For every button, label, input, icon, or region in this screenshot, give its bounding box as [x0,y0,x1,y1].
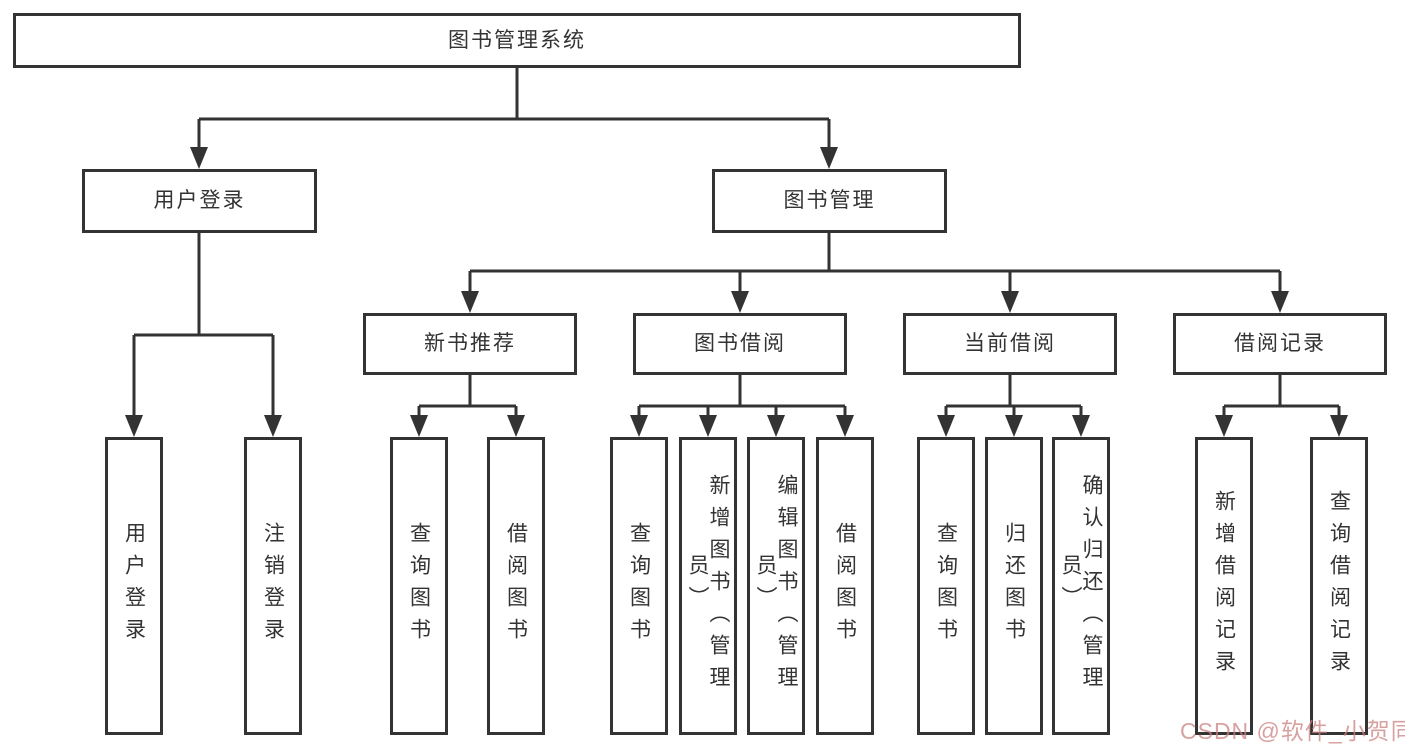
leaf-query-books-recommend: 查询图书 [390,437,448,735]
leaf-add-borrow-record: 新增借阅记录 [1195,437,1253,735]
arrowhead [1001,291,1019,313]
node-current-borrowing: 当前借阅 [903,313,1117,375]
leaf-borrow-books: 借阅图书 [816,437,874,735]
leaf-query-books-current: 查询图书 [917,437,975,735]
arrowhead [1271,291,1289,313]
node-new-book-recommend: 新书推荐 [363,313,577,375]
node-library-system: 图书管理系统 [13,13,1021,68]
leaf-add-books-admin: 新增图书（管理员） [679,437,737,735]
arrowhead [461,291,479,313]
arrowhead [125,415,143,437]
arrowhead [507,415,525,437]
arrowhead [731,291,749,313]
leaf-logout: 注销登录 [244,437,302,735]
arrowhead [630,415,648,437]
leaf-query-books-borrow: 查询图书 [610,437,668,735]
arrowhead [264,415,282,437]
arrowhead [1215,415,1233,437]
arrowhead [190,147,208,169]
arrowhead [820,147,838,169]
node-book-borrowing: 图书借阅 [633,313,847,375]
arrowhead [767,415,785,437]
node-user-login: 用户登录 [82,169,317,233]
leaf-query-borrow-record: 查询借阅记录 [1310,437,1368,735]
leaf-user-login: 用户登录 [105,437,163,735]
arrowhead [1005,415,1023,437]
node-book-management: 图书管理 [712,169,947,233]
leaf-edit-books-admin: 编辑图书（管理员） [747,437,805,735]
leaf-confirm-return-admin: 确认归还（管理员） [1052,437,1110,735]
arrowhead [1072,415,1090,437]
leaf-return-books: 归还图书 [985,437,1043,735]
arrowhead [1330,415,1348,437]
leaf-borrow-books-recommend: 借阅图书 [487,437,545,735]
arrowhead [937,415,955,437]
arrowhead [836,415,854,437]
node-borrowing-records: 借阅记录 [1173,313,1387,375]
csdn-watermark: CSDN @软件_小贺同学 [1180,718,1405,744]
arrowhead [410,415,428,437]
arrowhead [699,415,717,437]
